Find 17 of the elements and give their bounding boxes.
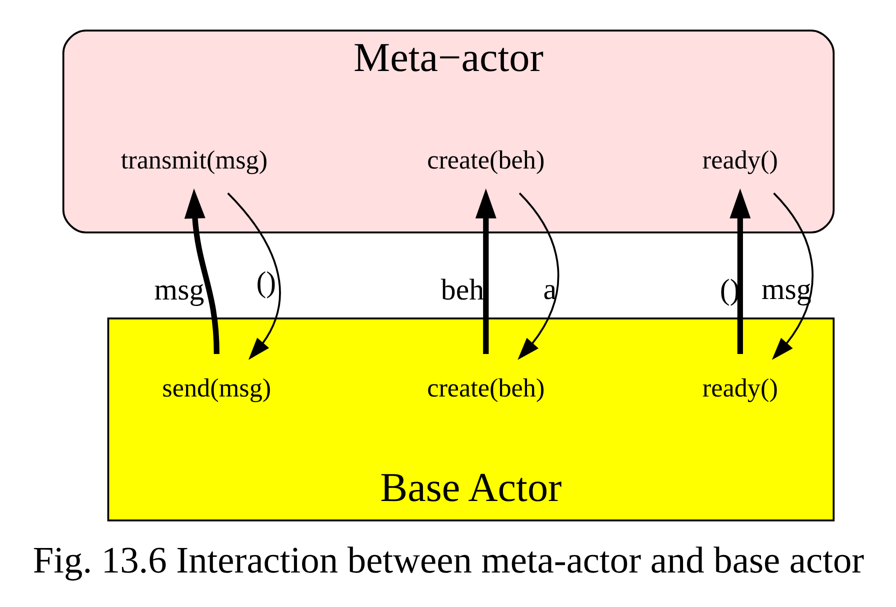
arrow (474, 188, 496, 354)
edge-label: a (542, 273, 556, 306)
node-text: transmit(msg) (120, 145, 268, 174)
arrow (226, 192, 280, 360)
edge-label: msg (760, 273, 811, 306)
arrow (184, 188, 219, 354)
node-text: ready() (702, 373, 778, 402)
caption: Fig. 13.6 Interaction between meta-actor and base actor (32, 540, 864, 582)
node-text: send(msg) (162, 373, 271, 402)
arrow (729, 188, 750, 354)
edge-label: () (256, 266, 276, 299)
edge-label: msg (154, 273, 204, 306)
node-text: create(beh) (426, 373, 544, 402)
node-text: create(beh) (426, 145, 544, 174)
arrow (517, 192, 559, 360)
node-text: ready() (702, 145, 778, 174)
arrow (771, 192, 813, 360)
